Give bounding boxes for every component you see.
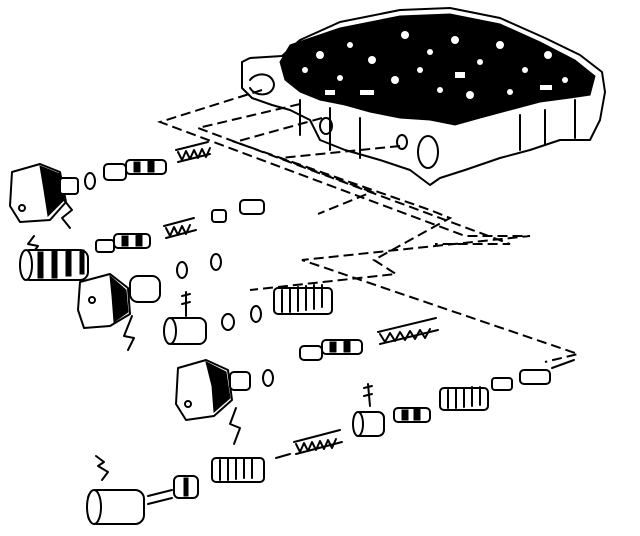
pin-4 [181, 291, 191, 317]
solenoid-1 [9, 163, 79, 229]
valve-1 [103, 159, 167, 181]
clip-7 [95, 455, 109, 481]
oring-3 [176, 253, 222, 279]
spring-5 [377, 317, 439, 345]
pin-6 [363, 383, 373, 407]
valve-5 [299, 339, 363, 361]
pin-7 [275, 453, 291, 459]
valve-6 [352, 407, 431, 437]
oring-6 [262, 369, 274, 387]
valve-body [241, 7, 606, 186]
sleeve-2 [19, 249, 89, 281]
alignment-lines [156, 89, 582, 363]
valve-6b [491, 359, 575, 391]
solenoid-6 [175, 359, 251, 445]
spring-6 [439, 386, 489, 411]
oring-1 [84, 172, 96, 190]
ball-4 [221, 305, 262, 331]
spring-7 [293, 429, 343, 455]
plug-7 [86, 489, 145, 525]
spring-4 [273, 284, 333, 315]
valve-2 [95, 233, 151, 253]
ball-7 [173, 475, 199, 499]
plug-4 [163, 317, 207, 345]
solenoid-3 [77, 273, 161, 351]
spring-1 [175, 141, 211, 163]
stem-7 [147, 489, 173, 505]
spring-7b [211, 457, 265, 483]
plug-2 [211, 199, 265, 223]
spring-2 [163, 217, 197, 239]
